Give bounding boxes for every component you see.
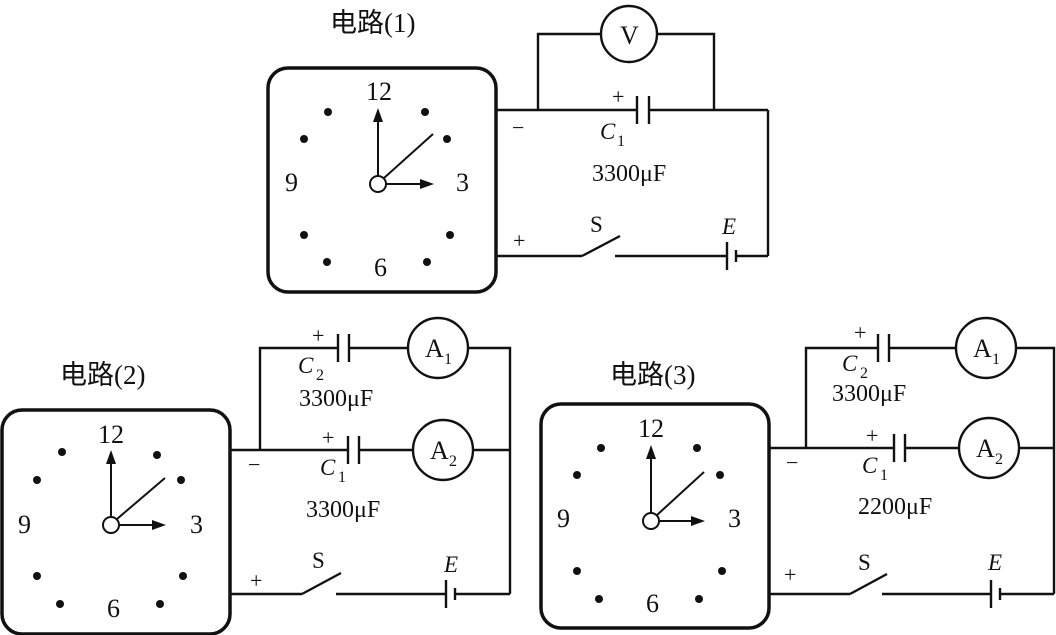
circuit-3-wires [769,346,1056,596]
clock-1-num-6: 6 [374,253,387,282]
battery-2-label: E [443,552,458,577]
switch-3-label: S [858,550,871,575]
circuit-2-wires [230,346,512,596]
clock-2-num-3: 3 [190,510,203,539]
ammeter-3-a1-label: A [973,334,992,363]
clock-1-num-12: 12 [366,77,392,106]
clock-3-num-3: 3 [728,504,741,533]
ammeter-3-a2-sub: 2 [995,451,1003,468]
voltmeter-label: V [620,21,639,50]
switch-2-label: S [312,548,325,573]
clock-1-num-9: 9 [285,168,298,197]
clock-3-num-12: 12 [638,414,664,443]
clock-2-hands [102,450,166,534]
circuit-1-minus: − [512,115,524,140]
circuit-1-title: 电路(1) [330,8,415,38]
ammeter-3-a2: A 2 [957,416,1021,480]
capacitor-2-c2-label: C [298,353,314,378]
capacitor-2-c1-label: C [320,455,336,480]
ammeter-3-a1: A 1 [954,316,1018,380]
capacitor-2-c1-value: 3300μF [306,497,380,523]
clock-3-num-6: 6 [646,589,659,618]
circuit-3-plus: + [784,562,796,587]
ammeter-2-a1-sub: 1 [444,351,452,368]
clock-1-dots [300,108,454,266]
circuit-2-minus: − [248,452,260,477]
capacitor-3-c1-value: 2200μF [858,494,932,520]
circuit-1-plus: + [513,228,525,253]
capacitor-3-c1 [892,434,907,462]
clock-2-num-9: 9 [18,510,31,539]
circuit-1: 电路(1) 12 3 6 9 [266,4,770,294]
battery-1-label: E [721,214,736,239]
capacitor-2-c2-plus: + [312,323,324,348]
clock-2-num-6: 6 [107,594,120,623]
battery-3 [989,580,1002,608]
capacitor-2-c1-sub: 1 [338,469,346,486]
switch-1-label: S [590,212,603,237]
ammeter-2-a2-label: A [430,436,449,465]
battery-1 [725,242,738,270]
capacitor-3-c2-value: 3300μF [832,381,906,407]
clock-3-num-9: 9 [557,504,570,533]
clock-1-num-3: 3 [456,168,469,197]
ammeter-3-a2-label: A [976,434,995,463]
capacitor-3-c2-label: C [842,351,858,376]
capacitor-3-c1-label: C [862,453,878,478]
clock-2-dots [33,448,187,608]
capacitor-1-value: 3300μF [592,161,666,187]
capacitor-2-c2 [336,334,351,362]
circuit-2-plus: + [250,568,262,593]
ammeter-2-a2: A 2 [411,418,475,482]
clock-3-dots [573,444,726,603]
circuit-2-title: 电路(2) [60,360,145,390]
ammeter-2-a1: A 1 [406,316,470,380]
capacitor-3-c1-sub: 1 [880,467,888,484]
circuit-3: 电路(3) 12 3 6 9 [539,316,1056,630]
capacitor-1-sub: 1 [617,133,625,150]
capacitor-2-c2-sub: 2 [316,367,324,384]
capacitor-3-c2-plus: + [854,320,866,345]
circuit-3-minus: − [786,450,798,475]
capacitor-2-c1 [346,436,361,464]
circuit-3-title: 电路(3) [610,360,695,390]
capacitor-3-c2-sub: 2 [860,365,868,382]
capacitor-1-c1 [635,96,651,124]
battery-2 [444,580,457,608]
ammeter-3-a1-sub: 1 [992,351,1000,368]
clock-1-hands [369,108,434,193]
battery-3-label: E [987,550,1002,575]
capacitor-1-label: C [600,119,616,144]
capacitor-2-c1-plus: + [322,425,334,450]
capacitor-2-c2-value: 3300μF [299,386,373,412]
capacitor-3-c2 [876,334,891,362]
clock-2-num-12: 12 [98,420,124,449]
capacitor-3-c1-plus: + [866,423,878,448]
circuit-1-wires [496,32,770,258]
capacitor-1-plus: + [612,84,624,109]
circuit-2: 电路(2) 12 3 6 9 [0,316,512,635]
clock-3-hands [642,445,705,530]
ammeter-2-a1-label: A [425,334,444,363]
voltmeter: V [599,4,659,64]
ammeter-2-a2-sub: 2 [449,453,457,470]
